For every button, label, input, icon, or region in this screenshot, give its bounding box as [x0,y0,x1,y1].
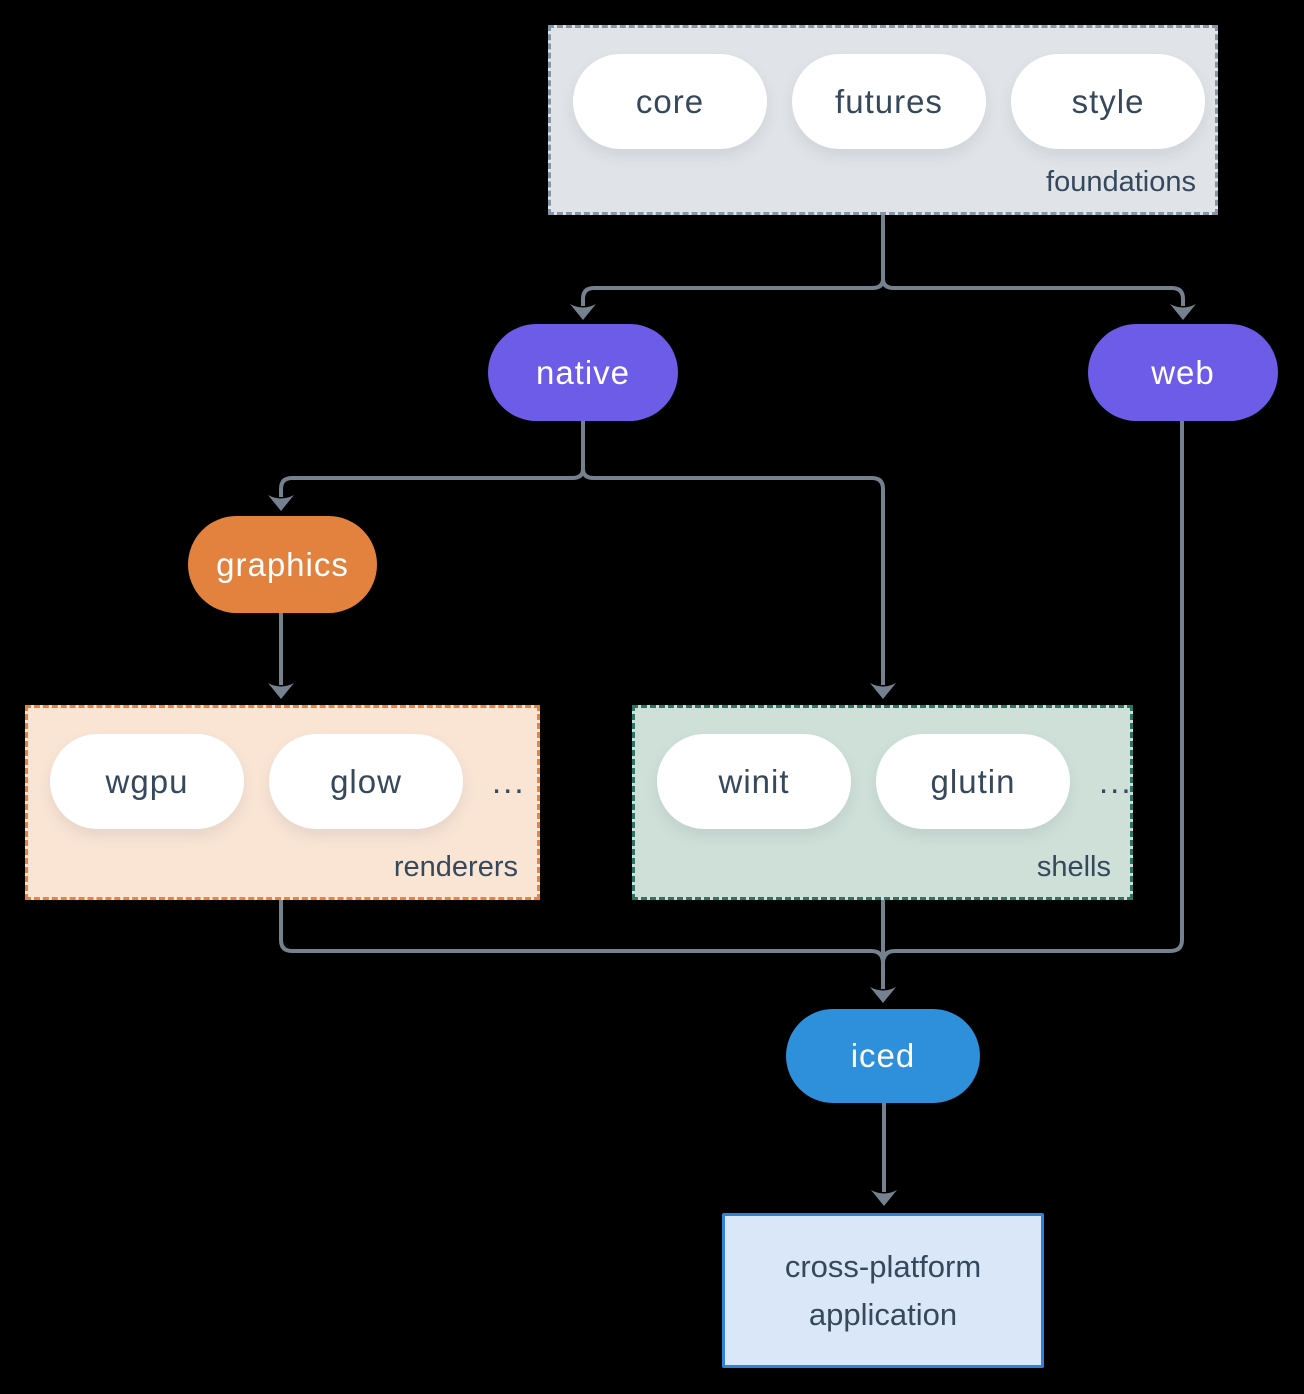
shells-group-box: winit glutin ... shells [632,705,1133,900]
shells-label: shells [1036,851,1111,883]
pill-wgpu: wgpu [50,734,244,829]
pill-glutin: glutin [876,734,1070,829]
application-line-2: application [808,1296,958,1332]
foundations-pill-row: core futures style [551,54,1205,149]
pill-futures: futures [792,54,986,149]
renderers-label: renderers [393,851,518,883]
pill-core: core [573,54,767,149]
arrow-foundations-split [570,215,1196,320]
foundations-label: foundations [1046,166,1196,198]
arrow-native-split [268,421,896,699]
shells-ellipsis: ... [1099,762,1133,800]
node-native: native [488,324,678,421]
renderers-ellipsis: ... [492,762,526,800]
pill-style: style [1011,54,1205,149]
node-graphics: graphics [188,516,377,613]
node-iced: iced [786,1009,980,1103]
renderers-pill-row: wgpu glow ... [28,734,526,829]
shells-pill-row: winit glutin ... [635,734,1133,829]
renderers-group-box: wgpu glow ... renderers [25,705,540,900]
arrow-merge-to-iced [279,421,1184,1003]
arrow-iced-to-application [871,1103,897,1206]
foundations-group-box: core futures style foundations [548,25,1218,215]
node-web: web [1088,324,1278,421]
application-box: cross-platform application [722,1213,1044,1368]
pill-glow: glow [269,734,463,829]
arrow-graphics-to-renderers [268,613,294,699]
application-line-1: cross-platform [784,1248,982,1284]
pill-winit: winit [657,734,851,829]
